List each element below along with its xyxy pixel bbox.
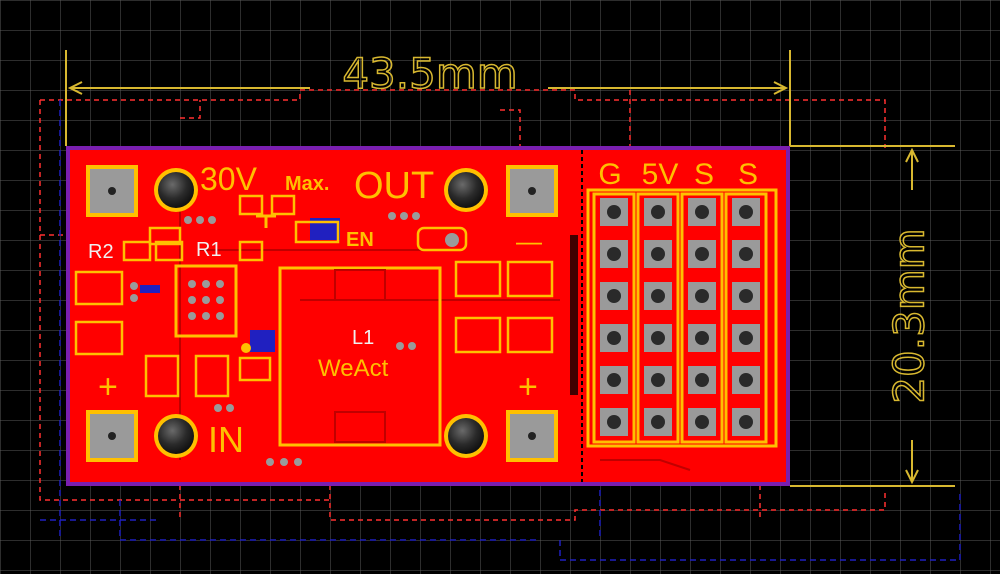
header-pin-hole: [739, 331, 753, 345]
header-label-s2: S: [738, 158, 758, 191]
header-pin-hole: [695, 289, 709, 303]
passive-footprints: [74, 194, 554, 398]
header-pin-hole: [695, 205, 709, 219]
voltage-label: 30V: [200, 161, 258, 197]
header-pin-hole: [651, 331, 665, 345]
header-pin-hole: [607, 247, 621, 261]
header-pin-hole: [695, 373, 709, 387]
header-pin-hole: [739, 289, 753, 303]
header-pin-hole: [651, 373, 665, 387]
header-pin-hole: [651, 289, 665, 303]
header-pin-trace: [602, 310, 626, 324]
minus-output-label: —: [516, 226, 542, 256]
header-pin-trace: [734, 226, 758, 240]
header-pin-trace: [734, 394, 758, 408]
header-pin-trace: [646, 310, 670, 324]
header-label-gnd: G: [598, 158, 621, 191]
header-pin-hole: [651, 205, 665, 219]
header-pin-trace: [646, 394, 670, 408]
max-label: Max.: [285, 173, 329, 195]
header-pin-trace: [602, 268, 626, 282]
isolation-slot: [570, 235, 578, 395]
header-pin-hole: [695, 331, 709, 345]
square-pad-icon: [506, 165, 558, 217]
header-label-5v: 5V: [642, 158, 679, 191]
header-pin-trace: [646, 352, 670, 366]
header-pin-trace: [690, 268, 714, 282]
square-pad-icon: [86, 165, 138, 217]
header-pin-hole: [695, 415, 709, 429]
square-pad-icon: [506, 410, 558, 462]
plus-output-label: +: [518, 368, 538, 406]
enable-label: EN: [346, 229, 374, 251]
r1-label: R1: [196, 239, 222, 261]
header-pin-hole: [695, 247, 709, 261]
header-pin-hole: [651, 247, 665, 261]
mounting-hole-icon: [154, 168, 198, 212]
header-pin-trace: [690, 352, 714, 366]
header-pin-hole: [607, 415, 621, 429]
plus-input-label: +: [98, 368, 118, 406]
header-label-s1: S: [694, 158, 714, 191]
header-pin-trace: [602, 226, 626, 240]
inductor-label: L1: [352, 327, 374, 349]
mounting-hole-icon: [444, 414, 488, 458]
mounting-hole-icon: [444, 168, 488, 212]
via-group: [130, 212, 420, 466]
header-pin-trace: [602, 352, 626, 366]
bottom-layer-traces: [40, 100, 961, 561]
header-pin-trace: [646, 226, 670, 240]
header-pin-hole: [607, 373, 621, 387]
header-pin-trace: [602, 394, 626, 408]
blue-copper: [140, 218, 340, 352]
header-pin-hole: [739, 247, 753, 261]
pin-header: [586, 188, 778, 448]
header-pin-trace: [646, 268, 670, 282]
out-label: OUT: [354, 165, 434, 207]
brand-label: WeAct: [318, 355, 389, 382]
header-pin-hole: [651, 415, 665, 429]
mounting-hole-icon: [154, 414, 198, 458]
header-pin-trace: [690, 310, 714, 324]
status-led: [445, 233, 459, 247]
header-pin-trace: [734, 268, 758, 282]
header-pin-trace: [690, 394, 714, 408]
dimension-width-label: 43.5mm: [342, 49, 517, 98]
ic-footprint: [174, 264, 251, 353]
square-pad-icon: [86, 410, 138, 462]
header-pin-hole: [607, 289, 621, 303]
dimension-width: [65, 50, 791, 146]
header-pin-hole: [739, 205, 753, 219]
header-pin-hole: [739, 373, 753, 387]
header-pin-hole: [607, 205, 621, 219]
inductor-footprint: [278, 266, 442, 447]
header-pin-hole: [739, 415, 753, 429]
r2-label: R2: [88, 241, 114, 263]
dimension-height: [790, 145, 955, 487]
dimension-height-label: 20.3mm: [885, 228, 934, 403]
header-pin-trace: [690, 226, 714, 240]
input-label: IN: [208, 419, 244, 460]
header-pin-hole: [607, 331, 621, 345]
header-pin-trace: [734, 310, 758, 324]
header-pin-trace: [734, 352, 758, 366]
